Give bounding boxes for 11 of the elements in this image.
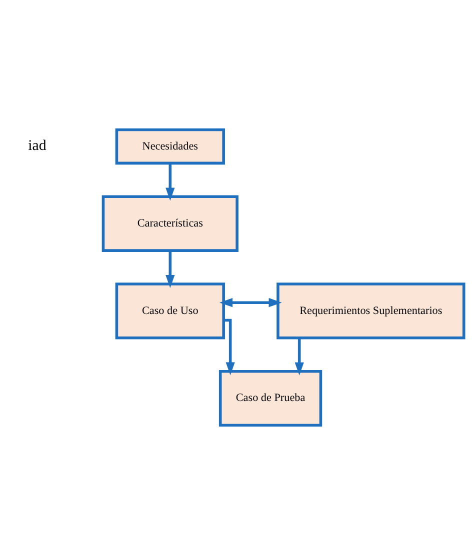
arrow [294, 338, 304, 375]
label: iad [28, 137, 46, 154]
node-box: Caso de Uso [115, 282, 225, 339]
arrow [219, 298, 282, 307]
node-box: Necesidades [115, 128, 225, 164]
arrow [166, 250, 175, 288]
arrow [166, 162, 175, 200]
node-box: Requerimientos Suplementarios [276, 282, 466, 339]
arrow [224, 318, 235, 375]
node-box: Características [102, 194, 238, 252]
node-box: Caso de Prueba [218, 369, 322, 426]
